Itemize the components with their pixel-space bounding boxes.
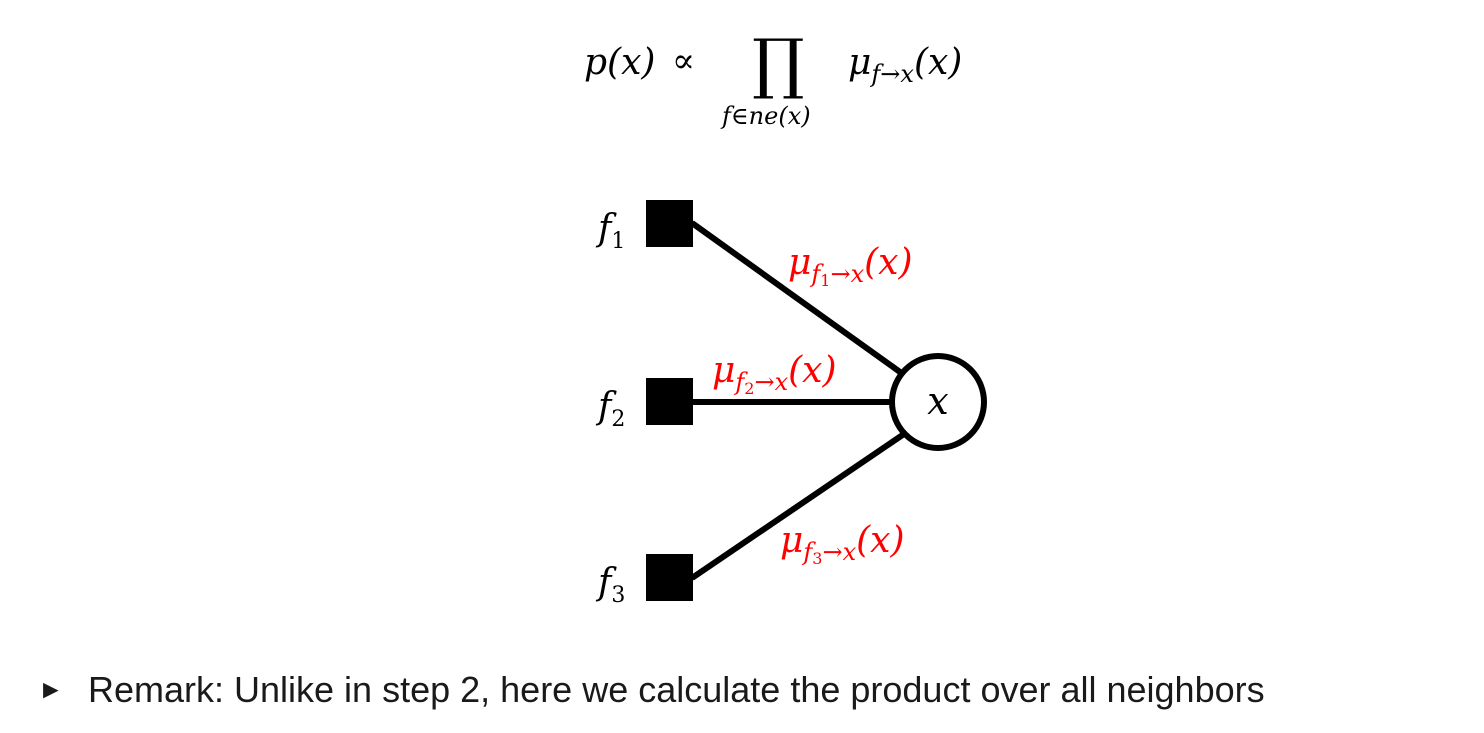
marginal-formula: p(x) ∝ ∏ f∈ne(x) μf→x(x) (584, 25, 962, 130)
message-label-f3-to-x: μf3→x(x) (780, 520, 905, 568)
message-label-f2-to-x: μf2→x(x) (712, 350, 837, 398)
formula-message-term: μf→x(x) (848, 42, 962, 88)
svg-text:p(x): p(x) (584, 42, 655, 83)
factor-node-f3 (646, 554, 693, 601)
bullet-triangle-icon: ► (38, 674, 64, 704)
variable-node-label: x (927, 379, 948, 423)
svg-text:∝: ∝ (672, 41, 695, 81)
message-label-f1-to-x: μf1→x(x) (788, 242, 913, 290)
edge-f3-x (690, 431, 906, 581)
remark-text: Remark: Unlike in step 2, here we calcul… (88, 669, 1265, 710)
svg-text:∏: ∏ (752, 25, 805, 102)
variable-node-x (889, 353, 987, 451)
factor-label-f2: f2 (595, 386, 625, 432)
factor-label-f1: f1 (595, 208, 625, 254)
factor-node-f2 (646, 378, 693, 425)
factor-node-f1 (646, 200, 693, 247)
factor-label-f3: f3 (595, 562, 625, 608)
formula-product-subscript: f∈ne(x) (720, 102, 811, 130)
edge-f1-x (690, 220, 902, 375)
formula-lhs: p(x) (584, 42, 655, 83)
formula-product-symbol: ∏ (752, 25, 805, 102)
svg-text:x: x (927, 379, 948, 423)
remark-line: ► Remark: Unlike in step 2, here we calcu… (38, 672, 1265, 708)
formula-proportional-symbol: ∝ (672, 41, 695, 81)
